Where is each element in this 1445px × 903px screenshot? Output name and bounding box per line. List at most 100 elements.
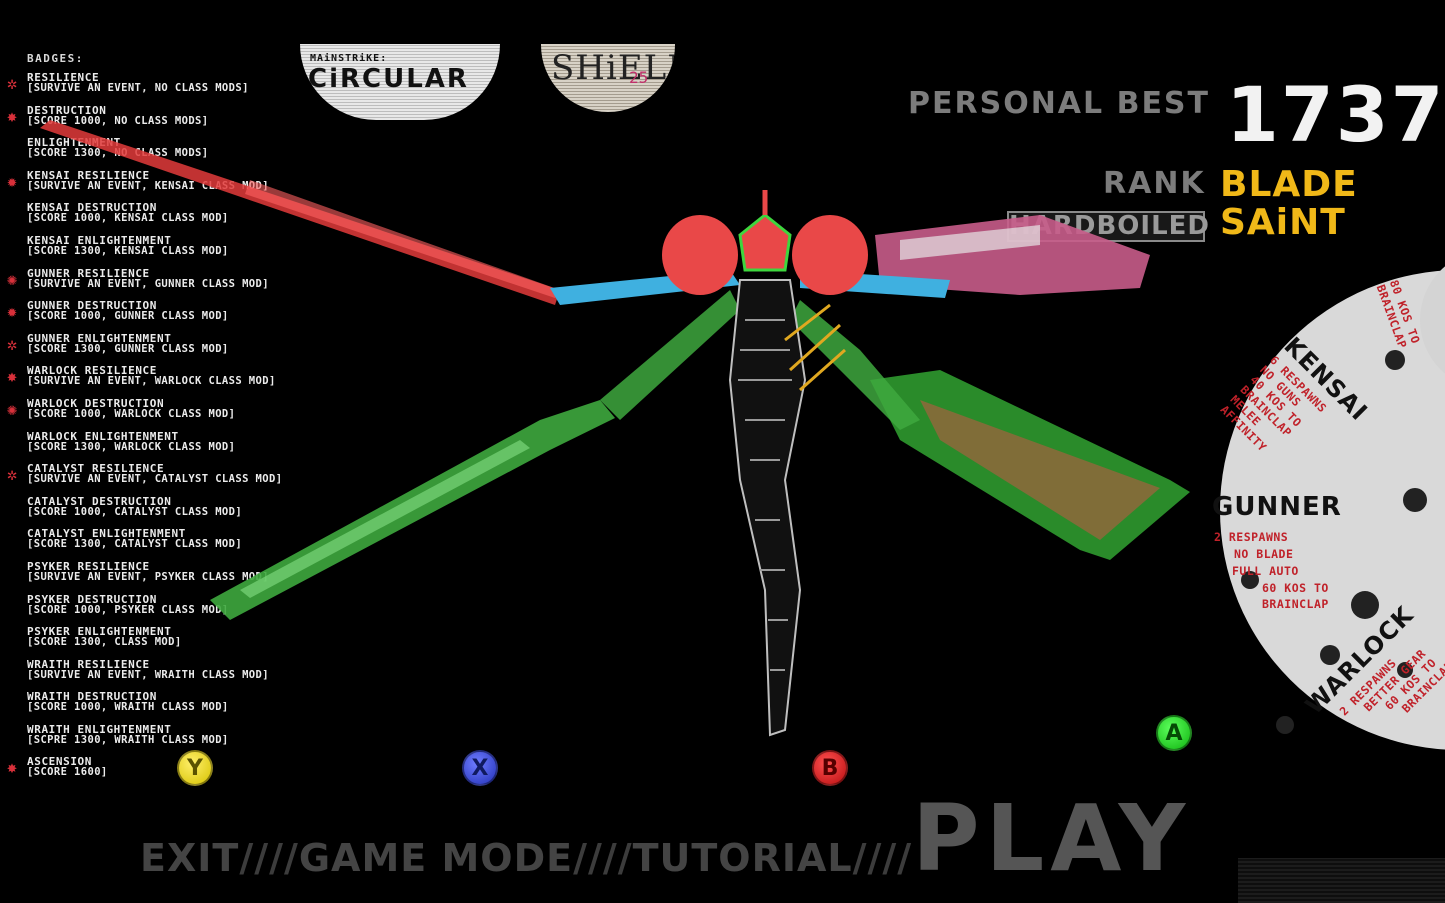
badge-emblem-icon: ✸ [6,367,18,388]
badge-requirement: [SCORE 1000, NO CLASS MODS] [27,114,209,127]
badge-requirement: [SCORE 1000, KENSAi CLASS MOD] [27,212,229,225]
badge-name: PSYKER DESTRUCTiON [27,592,158,606]
badge-name: WARLOCK ENLiGHTENMENT [27,429,179,443]
personal-best-label: PERSONAL BEST [908,86,1211,121]
red-blade-highlight [245,180,560,298]
badge-emblem-icon: ✲ [6,74,18,94]
badge-emblem-icon: ✺ [6,399,18,420]
badge-name: PSYKER RESiLiENCE [27,559,150,573]
game-mode-button[interactable]: GAME MODE [298,836,574,880]
badges-title: BADGES: [27,52,84,65]
badge-item: ✲ RESiLiENCE[SURViVE AN EVENT, NO CLASS M… [0,72,360,105]
body [728,279,807,737]
green-blade-highlight [240,440,530,598]
gunner-name: GUNNER [1212,492,1342,522]
badge-emblem-icon: ✺ [6,269,18,290]
mainstrike-disc[interactable]: MAiNSTRiKE: CiRCULAR [300,44,500,120]
badge-name: KENSAi RESiLiENCE [27,168,150,182]
rank-value-line2: SAiNT [1220,202,1346,243]
badge-name: DESTRUCTiON [27,103,107,117]
badge-emblem-icon: ✲ [6,465,18,486]
class-wheel-disc [1220,266,1445,750]
badge-item: ✲ GUNNER ENLiGHTENMENT[SCORE 1300, GUNNER… [0,333,360,366]
badge-name: WARLOCK DESTRUCTiON [27,396,165,410]
right-ribbon [790,300,920,430]
gunner-line: FULL AUTO [1232,564,1299,578]
exit-button[interactable]: EXiT [140,836,240,880]
badge-name: RESiLiENCE [27,71,100,84]
y-button-icon[interactable]: Y [177,750,213,786]
badge-requirement: [SCORE 1000, GUNNER CLASS MOD] [27,310,229,323]
green-gun [870,370,1190,560]
gunner-line: 60 KOs TO [1262,581,1329,595]
main-menu: EXiT////GAME MODE////TUTORiAL////PLAY [140,785,1192,892]
helmet-left-lobe [662,215,738,295]
helmet-right-lobe [792,215,868,295]
mainstrike-value: CiRCULAR [308,64,469,94]
tutorial-button[interactable]: TUTORiAL [632,836,853,880]
badge-item: PSYKER RESiLiENCE[SURViVE AN EVENT, PSYK… [0,561,360,594]
gunner-line: NO BLADE [1234,547,1294,561]
badge-requirement: [SCORE 1300, CLASS MOD] [27,636,182,649]
badge-emblem-icon: ✲ [6,334,18,355]
badge-requirement: [SURViVE AN EVENT, PSYKER CLASS MOD] [27,570,269,583]
badge-requirement: [SCORE 1300, GUNNER CLASS MOD] [27,342,229,355]
helmet-mask [738,213,792,272]
pink-gun-top [900,225,1040,260]
pink-gun [875,215,1150,295]
rank-value-line1: BLADE [1220,164,1358,205]
badge-requirement: [SCORE 1000, WARLOCK CLASS MOD] [27,407,236,420]
badge-item: ✸ASCENSiON[SCORE 1600] [0,756,360,789]
badge-requirement: [SCPRE 1300, WRAiTH CLASS MOD] [27,733,229,746]
badge-item: ✺GUNNER RESiLiENCE[SURViVE AN EVENT, GUN… [0,268,360,301]
badge-item: ✸ WARLOCK RESiLiENCE[SURViVE AN EVENT, WA… [0,365,360,398]
badge-name: WRAiTH DESTRUCTiON [27,690,158,704]
badge-requirement: [SURViVE AN EVENT, WRAiTH CLASS MOD] [27,668,269,681]
badge-name: CATALYST ENLiGHTENMENT [27,527,186,541]
menu-separator: //// [852,836,913,880]
badge-name: CATALYST RESiLiENCE [27,462,165,476]
shield-number: 25 [629,68,649,87]
badge-item: WRAiTH ENLiGHTENMENT[SCPRE 1300, WRAiTH … [0,724,360,757]
badge-name: KENSAi ENLiGHTENMENT [27,233,172,247]
badge-name: GUNNER RESiLiENCE [27,266,150,280]
gunner-line: 2 RESPAWNS [1214,530,1289,544]
personal-best-value: 1737 [1226,70,1445,159]
badge-name: WARLOCK RESiLiENCE [27,364,158,378]
badge-requirement: [SCORE 1000, WRAiTH CLASS MOD] [27,701,229,714]
badge-requirement: [SCORE 1300, KENSAi CLASS MOD] [27,244,229,257]
badge-name: GUNNER ENLiGHTENMENT [27,331,172,345]
class-wheel[interactable]: KENSAi 6 RESPAWNS NO GUNS 40 KOs TO BRAi… [1190,260,1445,780]
badge-requirement: [SURViVE AN EVENT, WARLOCK CLASS MOD] [27,375,276,388]
badge-item: WARLOCK ENLiGHTENMENT[SCORE 1300, WARLOC… [0,431,360,464]
corner-decoration [1238,858,1445,903]
badge-emblem-icon: ✹ [6,302,18,323]
badge-requirement: [SCORE 1300, CATALYST CLASS MOD] [27,538,243,551]
badge-list: ✲ RESiLiENCE[SURViVE AN EVENT, NO CLASS M… [0,72,360,789]
badge-name: ASCENSiON [27,755,93,769]
b-button-icon[interactable]: B [812,750,848,786]
rank-label: RANK [1103,166,1206,201]
badge-item: WRAiTH RESiLiENCE[SURViVE AN EVENT, WRAi… [0,659,360,692]
shield-disc[interactable]: SHiELD 25 [541,44,675,112]
badge-item: KENSAi DESTRUCTiON[SCORE 1000, KENSAi CL… [0,202,360,235]
badge-name: PSYKER ENLiGHTENMENT [27,625,172,639]
badge-emblem-icon: ✹ [6,171,18,192]
badge-name: CATALYST DESTRUCTiON [27,494,172,508]
badge-requirement: [SCORE 1000, CATALYST CLASS MOD] [27,505,243,518]
x-button-icon[interactable]: X [462,750,498,786]
badge-name: KENSAi DESTRUCTiON [27,201,158,215]
badge-item: ✹KENSAi RESiLiENCE[SURViVE AN EVENT, KEN… [0,170,360,203]
body-detail [738,319,792,671]
badge-item: WRAiTH DESTRUCTiON[SCORE 1000, WRAiTH CL… [0,691,360,724]
a-button-icon[interactable]: A [1156,715,1192,751]
badge-emblem-icon: ✸ [6,106,18,127]
play-button[interactable]: PLAY [912,785,1192,892]
badge-name: WRAiTH RESiLiENCE [27,657,150,671]
badge-requirement: [SCORE 1600] [27,766,108,779]
menu-separator: //// [573,836,633,880]
badge-requirement: [SURViVE AN EVENT, NO CLASS MODS] [27,82,249,94]
badge-requirement: [SURViVE AN EVENT, CATALYST CLASS MOD] [27,473,283,486]
badge-item: PSYKER ENLiGHTENMENT[SCORE 1300, CLASS M… [0,626,360,659]
badge-requirement: [SCORE 1000, PSYKER CLASS MOD] [27,603,229,616]
